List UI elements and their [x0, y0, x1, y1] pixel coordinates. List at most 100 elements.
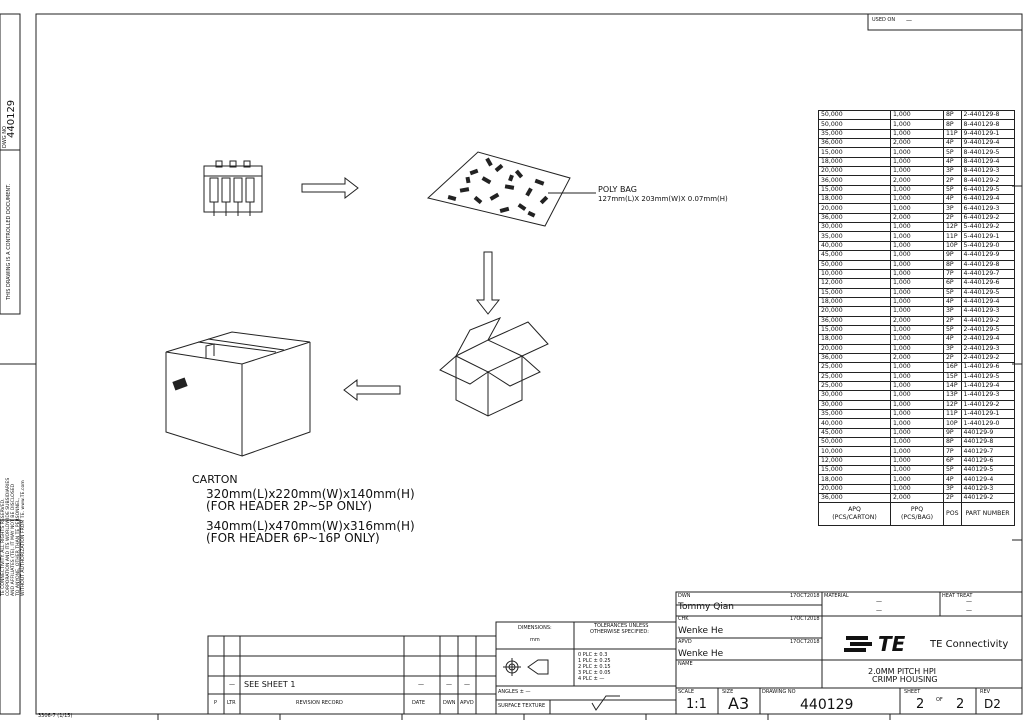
pos-header: POS [943, 502, 962, 527]
pos-cell: 8P [943, 109, 962, 121]
apq-cell: 36,000 [818, 175, 891, 186]
rev-label: REV [980, 689, 991, 695]
pos-cell: 4P [943, 156, 962, 168]
ppq-header: PPQ(PCS/BAG) [890, 502, 944, 527]
apq-cell: 30,000 [818, 222, 891, 233]
part-number-cell: 6-440129-5 [960, 184, 1015, 196]
pos-cell: 9P [943, 250, 962, 261]
side-controlled-note: THIS DRAWING IS A CONTROLLED DOCUMENT. [6, 183, 12, 300]
pos-cell: 3P [943, 343, 962, 354]
pos-cell: 2P [943, 315, 962, 326]
pos-cell: 8P [943, 119, 962, 130]
heat-treat-label: HEAT TREAT [942, 593, 973, 599]
apq-cell: 36,000 [818, 138, 891, 149]
rev-apvd-dash: — [464, 681, 470, 688]
part-number-cell: 1-440129-0 [960, 418, 1015, 429]
apq-cell: 18,000 [818, 474, 891, 485]
material-label: MATERIAL [824, 593, 849, 599]
pos-cell: 9P [943, 427, 962, 439]
ppq-cell: 1,000 [890, 231, 944, 242]
pos-cell: 10P [943, 418, 962, 429]
carton-drawing [165, 331, 311, 457]
apq-cell: 30,000 [818, 390, 891, 401]
arrow-left-icon [343, 378, 401, 402]
part-number-cell: 1-440129-2 [960, 399, 1015, 411]
ppq-cell: 1,000 [890, 343, 944, 354]
poly-bag-drawing [426, 151, 596, 227]
part-number-cell: 1-440129-6 [960, 362, 1015, 373]
ppq-cell: 1,000 [890, 119, 944, 130]
pos-cell: 4P [943, 296, 962, 308]
ppq-cell: 1,000 [890, 296, 944, 308]
part-number-cell: 8-440129-2 [960, 175, 1015, 186]
ppq-cell: 1,000 [890, 408, 944, 420]
part-number-cell: 440129-6 [960, 455, 1015, 467]
rev-apvd-header: APVD [460, 700, 474, 706]
ppq-cell: 1,000 [890, 483, 944, 495]
pos-cell: 11P [943, 231, 962, 242]
carton-title: CARTON [192, 473, 238, 486]
pos-cell: 2P [943, 352, 962, 364]
apq-cell: 35,000 [818, 128, 891, 140]
surface-texture-label: SURFACE TEXTURE [498, 703, 546, 709]
apq-cell: 18,000 [818, 334, 891, 345]
ppq-cell: 2,000 [890, 175, 944, 186]
open-box-drawing [439, 317, 549, 417]
finish-value: — [876, 607, 882, 614]
poly-bag-label: POLY BAG [598, 185, 637, 194]
apq-header: APQ(PCS/CARTON) [818, 502, 891, 527]
ppq-cell: 1,000 [890, 240, 944, 252]
ppq-cell: 1,000 [890, 128, 944, 140]
ppq-cell: 1,000 [890, 156, 944, 168]
heat-treat-value: — [966, 598, 972, 605]
ppq-cell: 1,000 [890, 259, 944, 270]
part-number-cell: 1-440129-1 [960, 408, 1015, 420]
pos-cell: 16P [943, 362, 962, 373]
part-number-cell: 4-440129-2 [960, 315, 1015, 326]
apq-cell: 45,000 [818, 427, 891, 439]
part-number-cell: 6-440129-2 [960, 212, 1015, 224]
part-number-cell: 4-440129-7 [960, 268, 1015, 280]
part-number-cell: 440129-7 [960, 446, 1015, 457]
projection-symbol-icon [503, 658, 549, 676]
ppq-cell: 1,000 [890, 147, 944, 158]
scale-value: 1:1 [686, 697, 707, 712]
ppq-cell: 1,000 [890, 278, 944, 289]
pos-cell: 12P [943, 222, 962, 233]
apq-cell: 15,000 [818, 147, 891, 158]
tolerance-label-2: OTHERWISE SPECIFIED: [590, 629, 649, 635]
part-number-cell: 9-440129-4 [960, 138, 1015, 149]
carton-2-note: (FOR HEADER 6P~16P ONLY) [206, 531, 380, 545]
apq-cell: 50,000 [818, 259, 891, 270]
apq-cell: 20,000 [818, 306, 891, 317]
pos-cell: 4P [943, 474, 962, 485]
pos-cell: 5P [943, 147, 962, 158]
pos-cell: 15P [943, 371, 962, 382]
ppq-cell: 1,000 [890, 474, 944, 485]
ppq-cell: 1,000 [890, 437, 944, 448]
pos-cell: 3P [943, 483, 962, 495]
apq-cell: 36,000 [818, 212, 891, 224]
te-logo-text: TE [878, 632, 906, 656]
part-number-cell: 2-440129-8 [960, 109, 1015, 121]
apq-cell: 36,000 [818, 315, 891, 326]
apq-cell: 18,000 [818, 296, 891, 308]
apq-cell: 10,000 [818, 268, 891, 280]
part-number-cell: 1-440129-4 [960, 380, 1015, 392]
part-number-cell: 440129-5 [960, 465, 1015, 476]
pos-cell: 4P [943, 334, 962, 345]
tol-2: 2 PLC ± 0.15 [578, 664, 611, 670]
part-number-cell: 4-440129-6 [960, 278, 1015, 289]
apq-cell: 35,000 [818, 408, 891, 420]
